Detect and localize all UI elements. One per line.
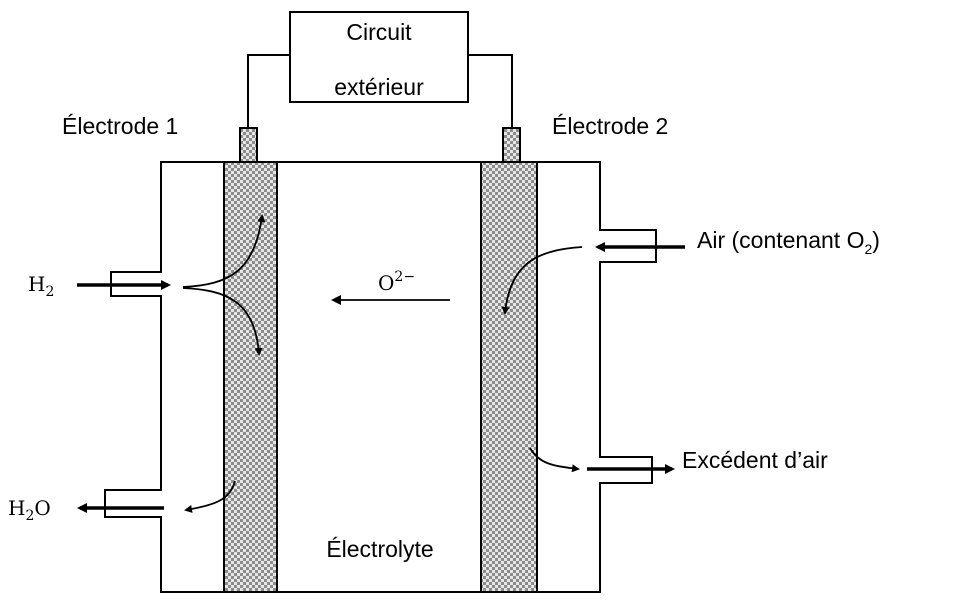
external-circuit: Circuit extérieur <box>247 11 513 128</box>
ion-label: O2− <box>378 269 415 295</box>
electrode-1 <box>223 161 278 593</box>
electrode-2-label: Électrode 2 <box>552 113 668 139</box>
excess-air-flow-arrow <box>529 447 580 473</box>
electrode-1-tab <box>239 127 258 163</box>
wire-left <box>247 54 290 128</box>
air-label: Air (contenant O2) <box>697 227 880 257</box>
h2-flow-down-arrow <box>182 287 263 356</box>
h2o-label: H2O <box>8 496 51 524</box>
electrode-2 <box>480 161 538 593</box>
air-flow-arrow <box>501 246 583 315</box>
water-flow-arrow <box>184 480 236 513</box>
electrode-1-label: Électrode 1 <box>62 113 178 139</box>
excess-air-label: Excédent d’air <box>682 447 828 473</box>
cell-housing <box>104 161 657 593</box>
electrolyte-label: Électrolyte <box>326 536 433 562</box>
wire-right <box>468 54 513 128</box>
electrode-2-tab <box>502 127 521 163</box>
h2-flow-up-arrow <box>182 214 266 288</box>
circuit-label-line2: extérieur <box>334 74 424 100</box>
circuit-label-line1: Circuit <box>346 19 412 45</box>
h2-label: H2 <box>28 272 54 300</box>
